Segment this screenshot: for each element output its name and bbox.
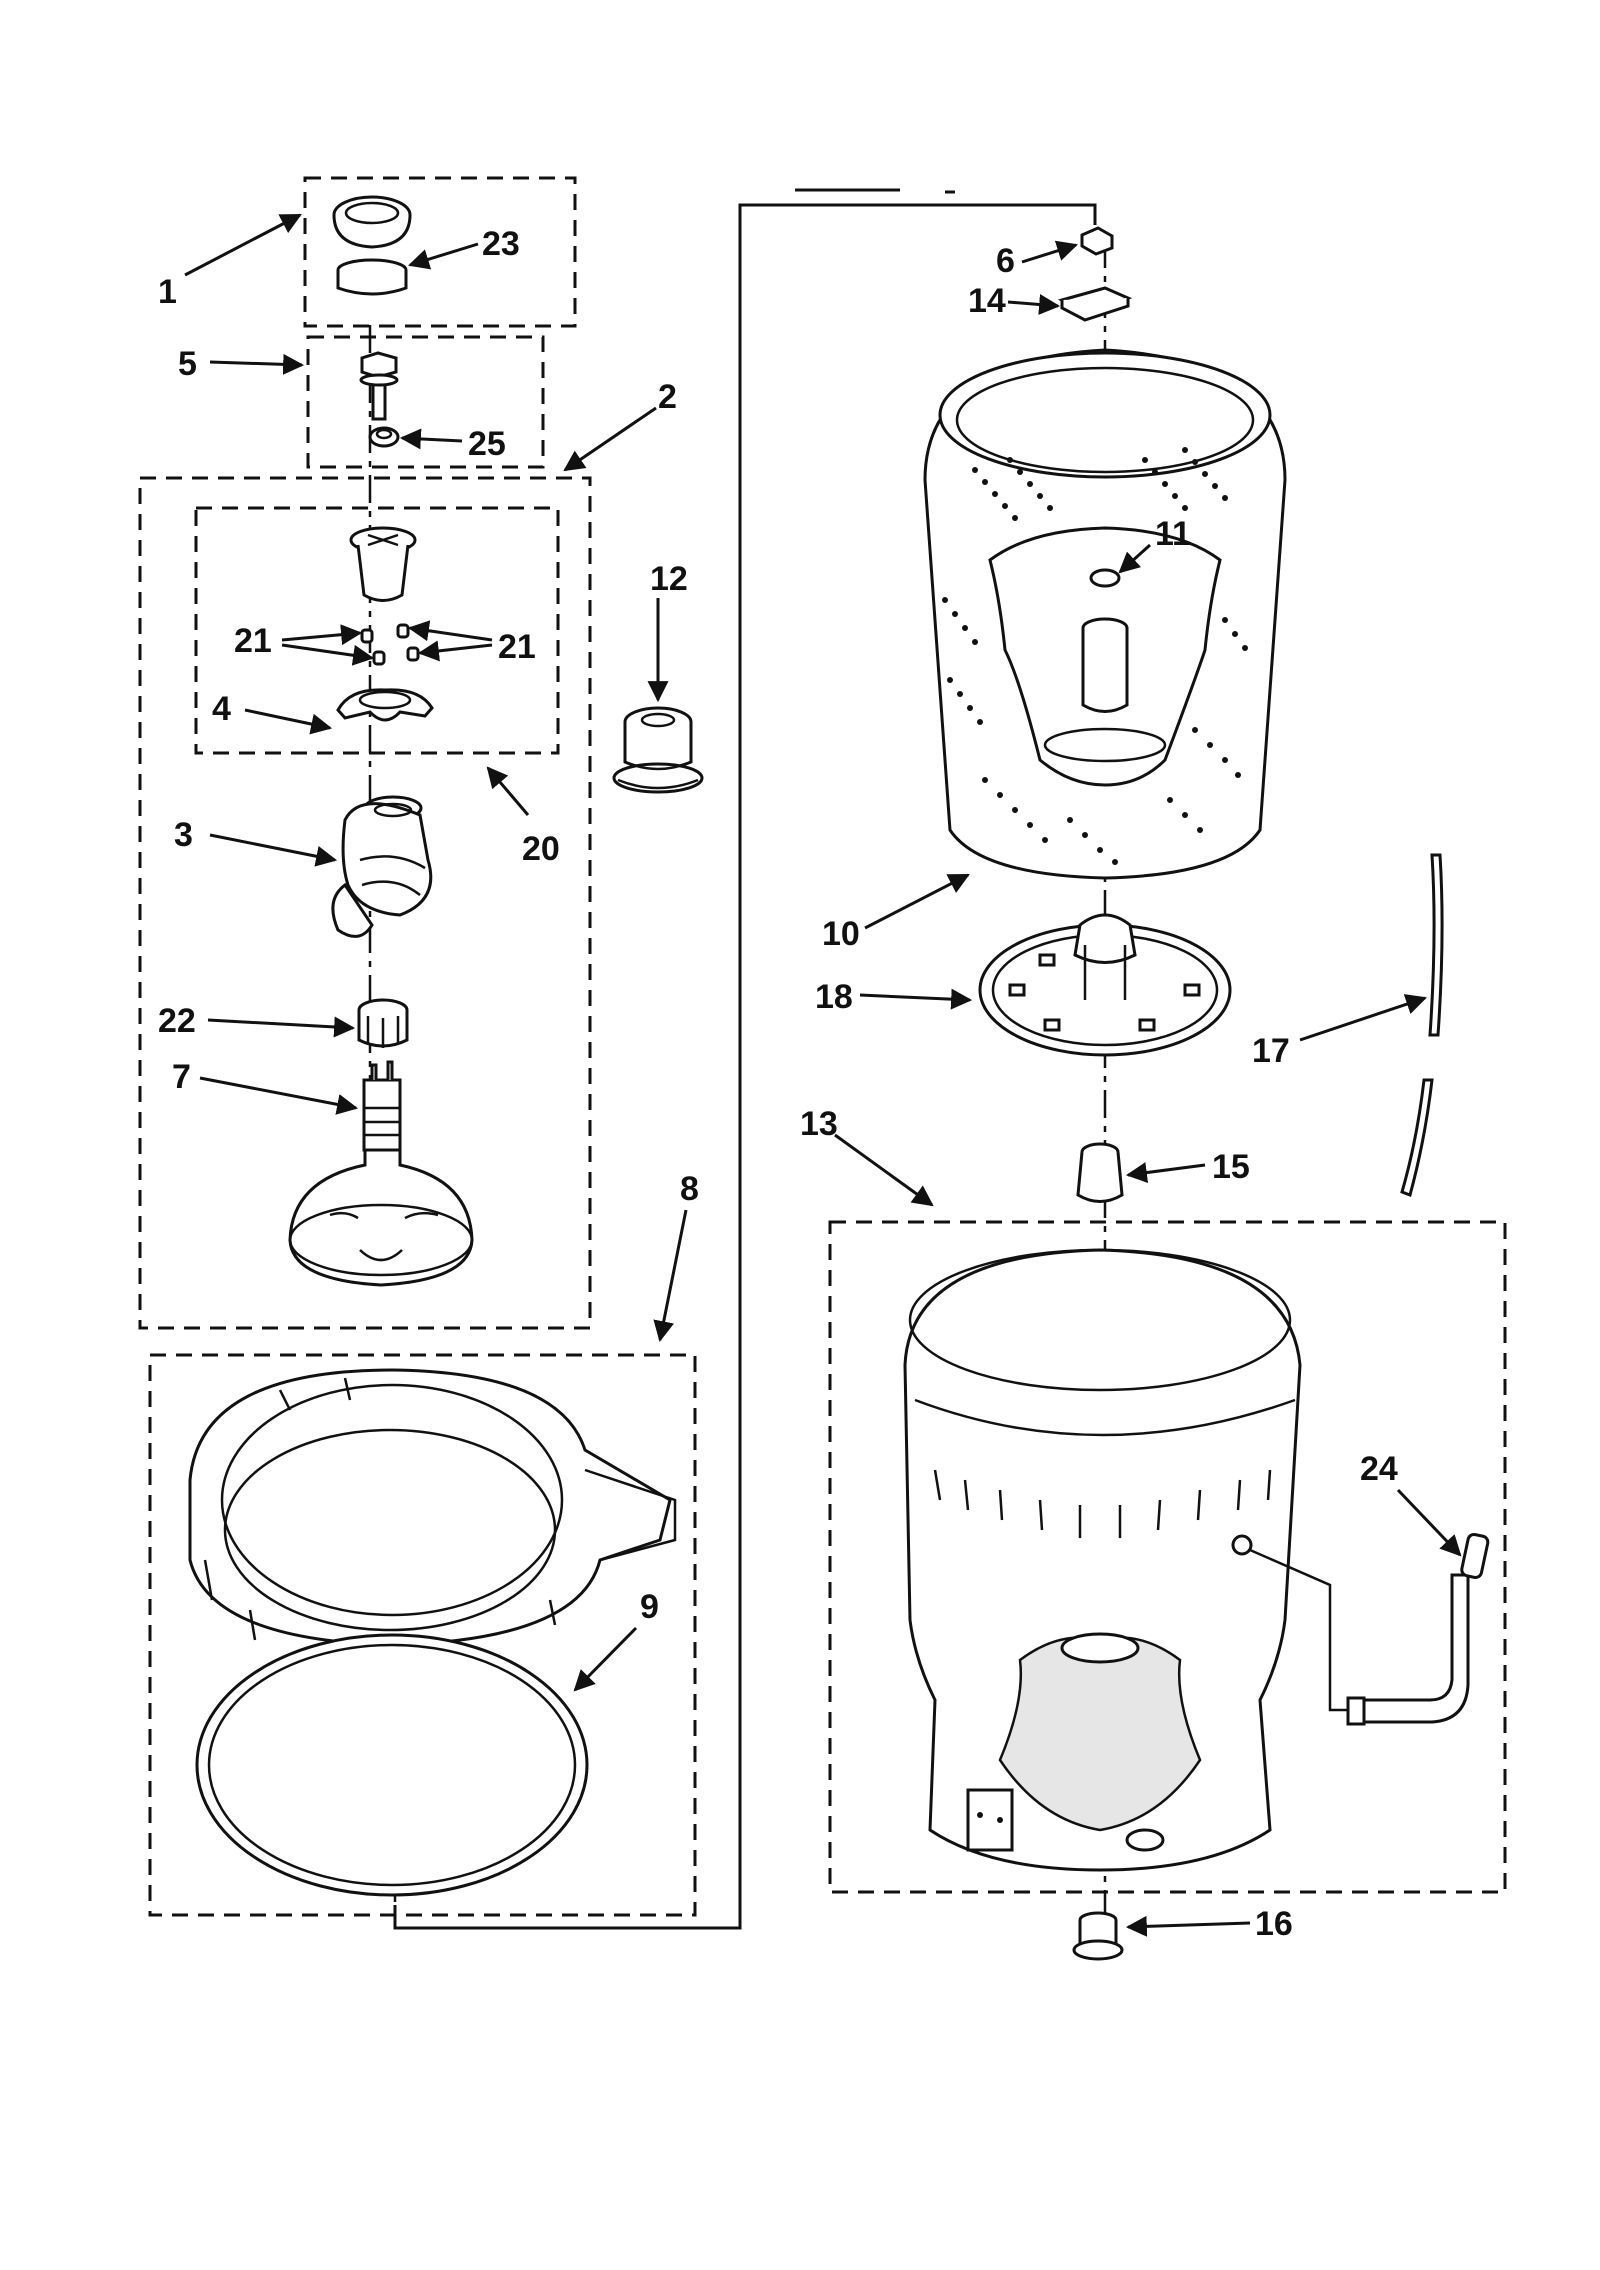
leader-21a-2	[281, 643, 375, 666]
callout-7: 7	[172, 1058, 191, 1096]
leader-15	[1125, 1162, 1206, 1183]
leader-7	[199, 1076, 359, 1115]
leader-21b-1	[407, 620, 493, 642]
cam-plate-part	[336, 688, 434, 722]
leader-9	[573, 1626, 638, 1692]
callout-14: 14	[968, 282, 1006, 320]
bracket-part	[1057, 286, 1133, 322]
callout-10: 10	[822, 915, 860, 953]
leader-10	[864, 873, 970, 930]
leader-4	[244, 708, 333, 735]
seal-ring-part	[336, 258, 408, 296]
callout-8: 8	[680, 1170, 699, 1208]
group-box-outer-tub	[828, 1220, 1507, 1894]
auger-part	[331, 795, 433, 938]
washer-part	[368, 426, 400, 448]
callout-3: 3	[174, 816, 193, 854]
callout-21b: 21	[498, 628, 536, 666]
outer-tub-part	[903, 1248, 1302, 1872]
leader-25	[399, 428, 463, 450]
callout-22: 22	[158, 1002, 196, 1040]
callout-17: 17	[1252, 1032, 1290, 1070]
leader-13	[834, 1133, 934, 1207]
callout-21a: 21	[234, 622, 272, 660]
callout-11: 11	[1155, 515, 1191, 553]
leader-20	[486, 766, 530, 816]
basket-perforations	[942, 447, 1248, 865]
drain-plug-part	[1072, 1911, 1124, 1961]
agitator-cam-part	[349, 526, 417, 602]
snubber-clip-part	[1080, 226, 1114, 256]
callout-23: 23	[482, 225, 520, 263]
leader-1	[184, 213, 302, 277]
callout-18: 18	[815, 978, 853, 1016]
leader-14	[1007, 294, 1061, 315]
tub-seal-part	[612, 706, 704, 794]
cap-part	[332, 195, 412, 249]
leader-3	[209, 833, 338, 867]
callout-4: 4	[212, 690, 231, 728]
callout-15: 15	[1212, 1148, 1250, 1186]
tub-gasket-part	[195, 1633, 589, 1897]
drain-hose-part	[1249, 1532, 1490, 1726]
leader-17	[1299, 994, 1427, 1042]
agitator-base-part	[288, 1060, 474, 1287]
callout-20: 20	[522, 830, 560, 868]
leader-2	[563, 406, 657, 472]
callout-16: 16	[1255, 1905, 1293, 1943]
leader-16	[1125, 1915, 1251, 1937]
callout-24: 24	[1360, 1450, 1398, 1488]
leader-11	[1118, 543, 1152, 574]
coupling-part	[1076, 1142, 1124, 1203]
hose-part	[1400, 853, 1444, 1197]
bolt-part	[359, 351, 399, 421]
callout-12: 12	[650, 560, 688, 598]
leader-22	[207, 1016, 356, 1038]
callout-2: 2	[658, 378, 677, 416]
group-box-cap	[303, 176, 577, 328]
group-box-bolt	[306, 335, 545, 469]
group-box-dogs	[194, 506, 560, 755]
callout-9: 9	[640, 1588, 659, 1626]
leader-23	[407, 242, 479, 270]
callout-1: 1	[158, 273, 177, 311]
spin-basket-part	[923, 348, 1287, 880]
callout-25: 25	[468, 425, 506, 463]
leader-5	[209, 353, 305, 375]
leader-21a-1	[281, 624, 363, 646]
leader-8	[653, 1209, 688, 1343]
leader-21b-2	[417, 640, 493, 662]
callout-5: 5	[178, 345, 197, 383]
drive-gear-part	[978, 913, 1232, 1057]
leader-24	[1396, 1488, 1462, 1557]
callout-6: 6	[996, 242, 1015, 280]
assembly-connector-line	[393, 203, 1097, 1930]
leader-6	[1021, 240, 1079, 264]
callout-13: 13	[800, 1105, 838, 1143]
group-box-tub-ring	[148, 1353, 697, 1917]
tub-ring-part	[188, 1368, 677, 1669]
leader-18	[859, 988, 973, 1010]
bearing-part	[357, 998, 409, 1048]
